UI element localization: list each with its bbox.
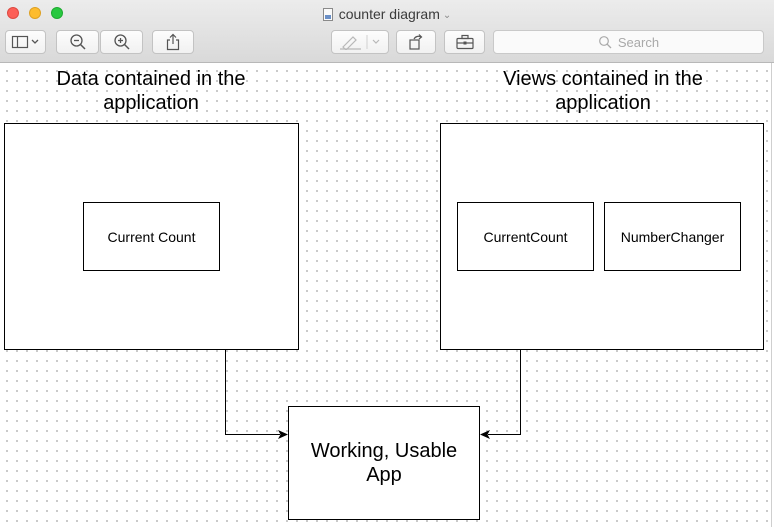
views-heading: Views contained in the application (503, 68, 703, 114)
rotate-button[interactable] (396, 30, 436, 54)
toolbox-icon (455, 34, 474, 50)
data-heading: Data contained in the application (56, 68, 246, 114)
toolbox-button[interactable] (444, 30, 485, 54)
search-icon (598, 36, 612, 49)
share-icon (166, 33, 180, 51)
close-window-button[interactable] (7, 7, 19, 19)
zoom-out-icon (69, 34, 86, 50)
rotate-icon (409, 34, 423, 50)
minimize-window-button[interactable] (29, 7, 41, 19)
document-icon (322, 8, 333, 21)
zoom-in-icon (113, 34, 130, 50)
canvas-right-edge (771, 63, 774, 527)
search-placeholder: Search (617, 34, 660, 50)
share-button[interactable] (152, 30, 194, 54)
views-to-app-connector (488, 350, 521, 435)
title-toolbar: counter diagram⌄ (0, 0, 774, 63)
markup-button[interactable] (331, 30, 389, 54)
arrowhead-right (278, 430, 288, 439)
currentcount-view-box: CurrentCount (457, 202, 594, 271)
sidebar-icon (11, 35, 38, 49)
numberchanger-view-box: NumberChanger (604, 202, 741, 271)
data-to-app-connector (225, 350, 280, 435)
working-app-box: Working, Usable App (288, 406, 480, 520)
sidebar-button[interactable] (5, 30, 46, 54)
window-title-text: counter diagram (338, 6, 440, 22)
arrowhead-left (480, 430, 490, 439)
zoom-in-button[interactable] (100, 30, 143, 54)
search-field[interactable]: Search (493, 30, 764, 54)
window-title[interactable]: counter diagram⌄ (0, 4, 774, 24)
current-count-data-box: Current Count (83, 202, 220, 271)
diagram-canvas: Data contained in the application Views … (0, 63, 774, 527)
markup-pen-icon (340, 35, 380, 50)
zoom-out-button[interactable] (56, 30, 99, 54)
chevron-down-icon: ⌄ (442, 10, 452, 21)
fullscreen-window-button[interactable] (51, 7, 63, 19)
